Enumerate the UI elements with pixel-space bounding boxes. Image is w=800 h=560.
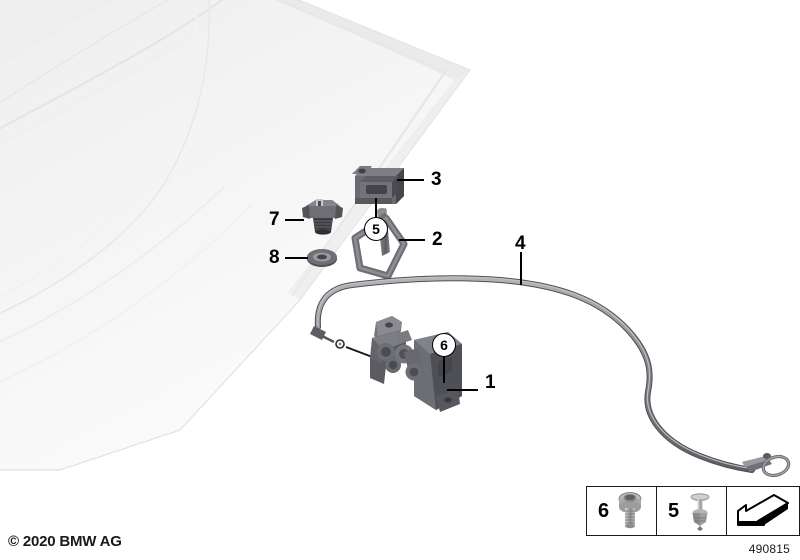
callout-label-2: 2: [432, 229, 443, 250]
hood-latch-assembly-part: [370, 316, 462, 412]
expanding-rivet-icon: [681, 489, 719, 533]
legend-number-6: 6: [597, 499, 610, 522]
callout-label-7: 7: [269, 209, 280, 230]
legend-box: 6 5: [586, 486, 800, 536]
callout-label-4: 4: [515, 233, 526, 254]
leader-lines: [285, 179, 522, 391]
callout-label-3: 3: [431, 169, 442, 190]
catch-bracket-part: [352, 166, 404, 204]
callout-label-8: 8: [269, 247, 280, 268]
legend-cell-direction: [727, 487, 799, 535]
callout-label-1: 1: [485, 372, 496, 393]
copyright-notice: © 2020 BMW AG: [8, 533, 122, 550]
callout-circle-5: 5: [364, 217, 388, 241]
part-number: 490815: [748, 542, 790, 556]
legend-number-5: 5: [667, 499, 680, 522]
cable-release-handle: [742, 453, 791, 478]
callout-circle-6: 6: [432, 333, 456, 357]
legend-cell-rivet: 5: [657, 487, 727, 535]
hood-buffer-stop-part: [302, 199, 343, 235]
hex-flange-bolt-icon: [611, 489, 649, 533]
legend-cell-bolt: 6: [587, 487, 657, 535]
sealing-washer-part: [307, 249, 337, 267]
direction-arrow-icon: [734, 491, 792, 531]
